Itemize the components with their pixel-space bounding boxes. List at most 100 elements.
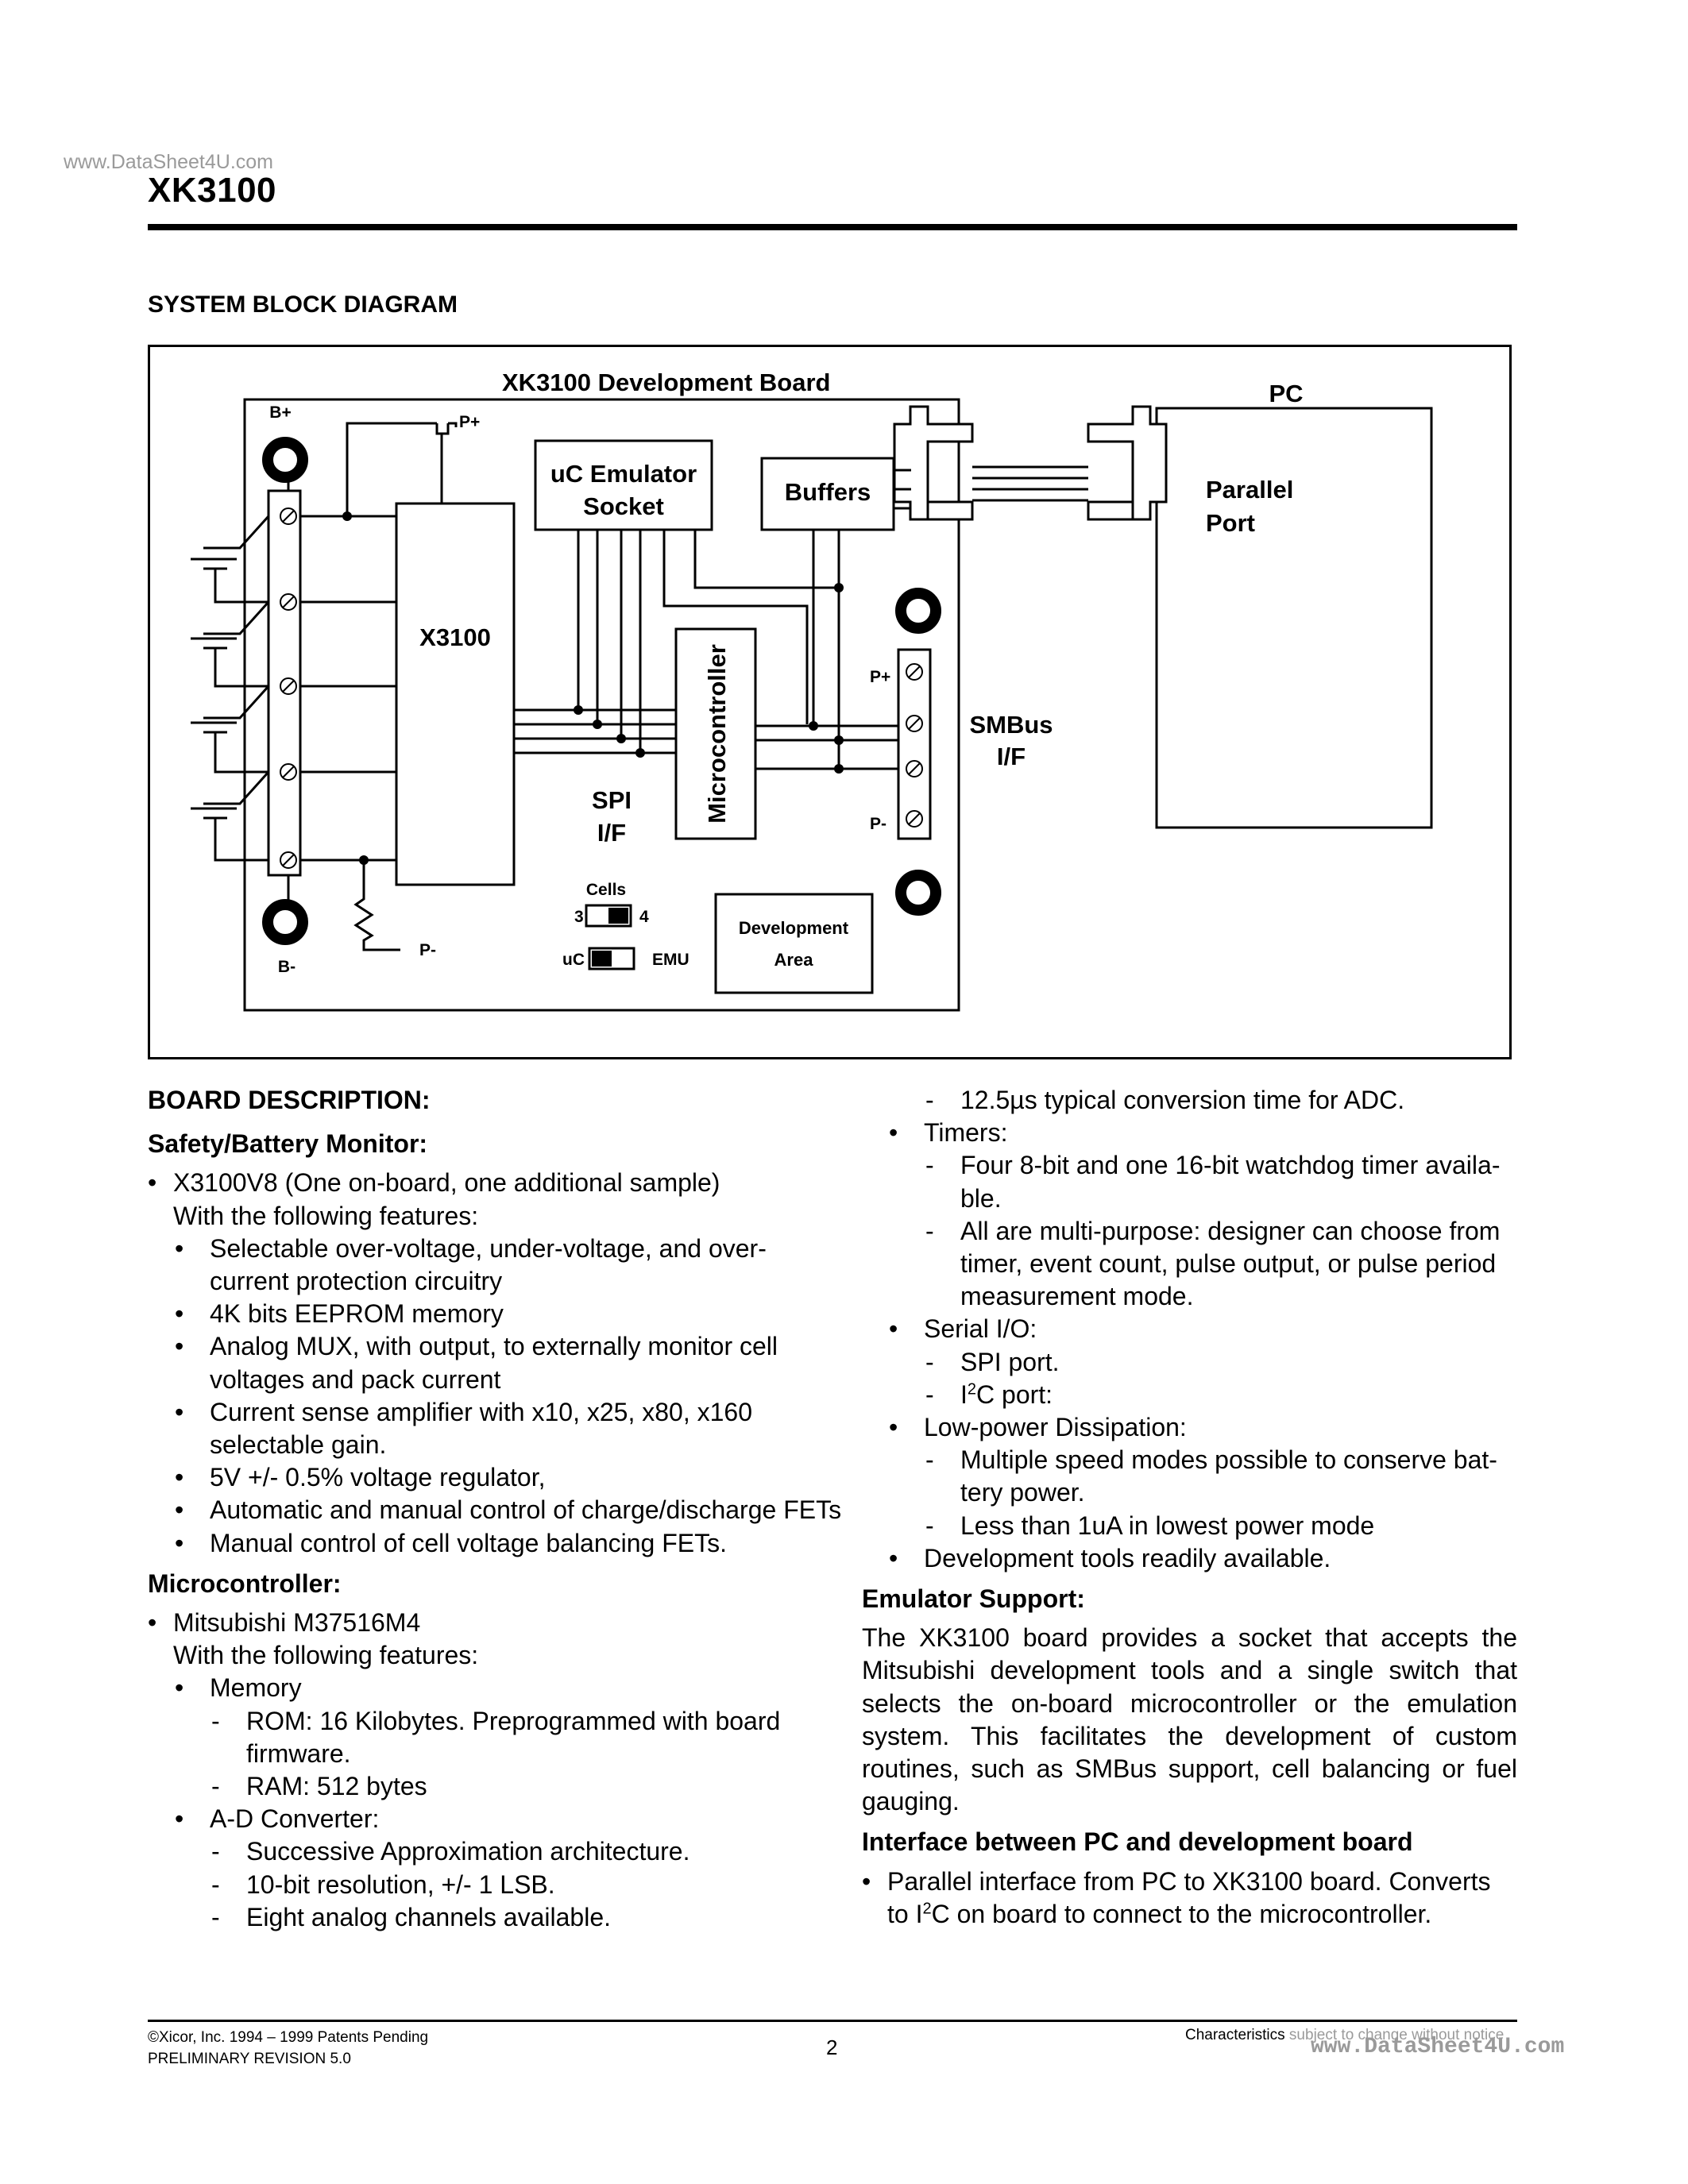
smbus-bottom-ring (895, 870, 941, 916)
parallel-port-label-2: Port (1206, 509, 1255, 537)
list-item: •Serial I/O: (889, 1314, 1037, 1344)
cells-switch-knob (608, 908, 628, 924)
footer-left: ©Xicor, Inc. 1994 – 1999 Patents Pending… (148, 2027, 428, 2070)
development-area-box (714, 893, 874, 994)
watermark-top: www.DataSheet4U.com (64, 151, 274, 173)
b-minus-ring (262, 899, 308, 945)
smbus-p-minus-label: P- (870, 815, 886, 833)
smbus-label-1: SMBus (969, 711, 1053, 739)
left-column: BOARD DESCRIPTION: Safety/Battery Monito… (148, 1084, 847, 1934)
smbus-p-plus-label: P+ (870, 668, 890, 686)
emulator-socket-box (534, 439, 713, 531)
pc-label: PC (1269, 380, 1303, 407)
bus-junctions (809, 583, 844, 774)
pc-box (1155, 407, 1433, 829)
emulator-bus-wires (662, 530, 840, 769)
battery-cells (191, 515, 270, 862)
p-plus-wire (346, 422, 458, 516)
list-item: -RAM: 512 bytes (211, 1772, 427, 1801)
dev-area-label-1: Development (739, 918, 849, 938)
pc-connector (1087, 405, 1168, 521)
sense-resistor (353, 860, 400, 951)
interface-heading: Interface between PC and development boa… (862, 1827, 1413, 1857)
smbus-bus (755, 724, 898, 770)
footer-rule (148, 2020, 1517, 2022)
list-intro: With the following features: (173, 1641, 479, 1670)
bullet-marker: • (148, 1168, 157, 1198)
switch-emu-label: EMU (652, 951, 689, 969)
list-intro: With the following features: (173, 1201, 479, 1230)
battery-screws (280, 507, 297, 869)
buffers-connector-lines (894, 469, 911, 510)
list-item: •Parallel interface from PC to XK3100 bo… (862, 1866, 1491, 1928)
watermark-bottom: www.DataSheet4U.com (1311, 2035, 1565, 2059)
list-item: -Successive Approximation architecture. (211, 1837, 690, 1866)
list-item: -All are multi-purpose: designer can cho… (925, 1216, 1501, 1311)
parallel-cable (972, 465, 1088, 502)
smbus-label-2: I/F (997, 743, 1026, 770)
cell-taps (300, 515, 396, 862)
list-item: -12.5µs typical conversion time for ADC. (925, 1086, 1405, 1114)
list-item: •Timers: (889, 1118, 1008, 1148)
emulator-label-1: uC Emulator (550, 460, 697, 488)
list-item: •Selectable over-voltage, under-voltage,… (175, 1233, 767, 1296)
list-item: •X3100V8 (One on-board, one additional s… (148, 1167, 847, 1199)
x3100-label: X3100 (419, 623, 491, 651)
list-item: •Automatic and manual control of charge/… (175, 1495, 842, 1525)
list-item: •Memory (175, 1673, 302, 1703)
spi-label-1: SPI (592, 786, 632, 814)
cells-label: Cells (586, 881, 626, 899)
list-item: -Less than 1uA in lowest power mode (925, 1511, 1375, 1540)
list-item: •Mitsubishi M37516M4 (148, 1608, 421, 1638)
system-block-diagram: XK3100 Development Board PC Parallel Por… (148, 345, 1512, 1059)
list-item: •Analog MUX, with output, to externally … (175, 1332, 778, 1394)
board-title: XK3100 Development Board (502, 369, 830, 396)
list-item: •A-D Converter: (175, 1804, 380, 1834)
list-item: -SPI port. (925, 1347, 1060, 1376)
list-item: -I2C port: (925, 1379, 1053, 1409)
list-item: •Low-power Dissipation: (889, 1413, 1187, 1442)
list-item: •Development tools readily available. (889, 1543, 1331, 1572)
safety-heading: Safety/Battery Monitor: (148, 1129, 428, 1159)
page-number: 2 (826, 2035, 838, 2059)
parallel-port-label-1: Parallel (1206, 476, 1293, 504)
microcontroller-label: Microcontroller (703, 644, 731, 824)
header-rule (148, 224, 1517, 230)
list-item: -Multiple speed modes possible to conser… (925, 1445, 1497, 1507)
revision-text: PRELIMINARY REVISION 5.0 (148, 2051, 351, 2067)
page-title: XK3100 (148, 171, 277, 210)
footer-right: Characteristics subject to change withou… (1185, 2027, 1505, 2043)
buffers-box (760, 457, 895, 531)
power-junctions (342, 511, 369, 865)
emulator-support-paragraph: The XK3100 board provides a socket that … (862, 1623, 1517, 1816)
microcontroller-heading: Microcontroller: (148, 1569, 342, 1598)
list-item: •5V +/- 0.5% voltage regulator, (175, 1463, 546, 1492)
microcontroller-box (674, 627, 757, 840)
dev-area-label-2: Area (774, 950, 814, 970)
b-minus-label: B- (278, 958, 295, 976)
list-item: •4K bits EEPROM memory (175, 1299, 504, 1329)
spi-bus (514, 708, 676, 754)
list-item: -Eight analog channels available. (211, 1902, 611, 1931)
x3100-box (395, 502, 516, 886)
list-item: -ROM: 16 Kilobytes. Preprogrammed with b… (211, 1706, 781, 1768)
uc-emu-switch-knob (592, 951, 612, 967)
right-column: -12.5µs typical conversion time for ADC.… (862, 1084, 1517, 1931)
smbus-terminal-block (897, 648, 932, 840)
emulator-support-heading: Emulator Support: (862, 1584, 1085, 1614)
emulator-spi-wires (577, 530, 642, 753)
board-outline (243, 398, 960, 1012)
switch-uc-label: uC (562, 951, 585, 969)
board-description-heading: BOARD DESCRIPTION: (148, 1086, 431, 1114)
cells-4-label: 4 (639, 908, 649, 926)
b-plus-ring (262, 437, 308, 483)
list-item: -10-bit resolution, +/- 1 LSB. (211, 1870, 555, 1899)
buffers-label: Buffers (785, 478, 871, 506)
list-item: •Manual control of cell voltage balancin… (175, 1528, 728, 1557)
list-item: -Four 8-bit and one 16-bit watchdog time… (925, 1151, 1501, 1213)
list-item: •Current sense amplifier with x10, x25, … (175, 1397, 752, 1460)
spi-junctions (574, 705, 645, 758)
smbus-top-ring (895, 588, 941, 634)
emulator-label-2: Socket (583, 492, 664, 520)
diagram-frame (148, 345, 1512, 1059)
